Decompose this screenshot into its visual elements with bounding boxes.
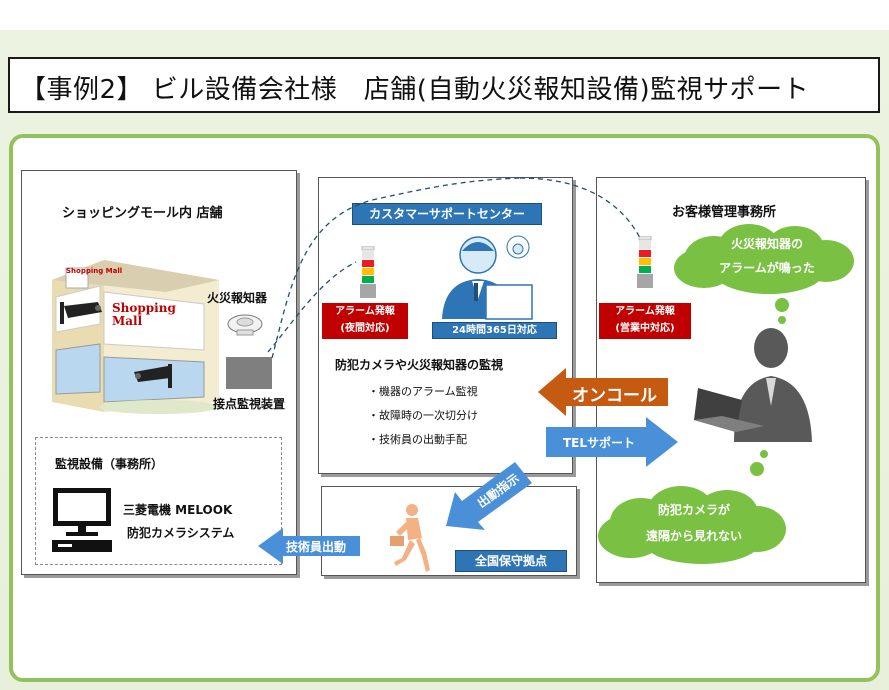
dispatch-instruction-arrow <box>446 462 532 530</box>
thought-bubble-fire-alarm: 火災報知器の アラームが鳴った <box>674 222 860 294</box>
alarm-badge-business-line1: アラーム発報 <box>615 306 675 317</box>
bubble1-line2: アラームが鳴った <box>719 261 815 275</box>
maintenance-base-label: 全国保守拠点 <box>455 550 567 572</box>
contact-monitoring-device <box>226 357 272 389</box>
monitoring-office-box <box>35 437 282 565</box>
fire-alarm-label: 火災報知器 <box>207 291 268 305</box>
bullet-dispatch-arrangement: ・技術員の出動手配 <box>368 433 467 446</box>
thought-bubble-camera: 防犯カメラが 遠隔から見れない <box>598 484 790 564</box>
bubble2-line2: 遠隔から見れない <box>645 529 742 543</box>
alarm-badge-business-line2: (営業中対応) <box>615 323 675 334</box>
customer-office-title: お客様管理事務所 <box>672 205 777 220</box>
bullet-alarm-monitoring: ・機器のアラーム監視 <box>368 385 478 398</box>
support-center-header: カスタマーサポートセンター <box>352 203 542 225</box>
tel-support-label: TELサポート <box>563 436 636 450</box>
signal-tower-light-icon <box>637 236 653 288</box>
dashed-link-device-to-tower <box>267 261 357 353</box>
bubble2-line1: 防犯カメラが <box>657 503 730 517</box>
dashed-link-center-to-customer <box>519 177 641 239</box>
building-sign: Shopping Mall <box>112 301 176 328</box>
office-worker-illustration <box>694 328 812 442</box>
alarm-badge-business-hours: アラーム発報 (営業中対応) <box>599 303 691 339</box>
building-sign-small: Shopping Mall <box>66 267 123 275</box>
store-title: ショッピングモール内 店舗 <box>62 206 223 221</box>
bullet-fault-isolation: ・故障時の一次切分け <box>368 409 478 422</box>
security-camera-icon <box>134 364 172 388</box>
page-title: 【事例2】 ビル設備会社様 店舗(自動火災報知設備)監視サポート <box>20 75 810 105</box>
alarm-badge-night: アラーム発報 (夜間対応) <box>322 303 408 339</box>
monitoring-title: 防犯カメラや火災報知器の監視 <box>335 358 504 372</box>
monitor-recorder-icon <box>52 488 112 552</box>
alarm-badge-night-line1: アラーム発報 <box>335 306 395 317</box>
bubble1-line1: 火災報知器の <box>730 237 803 251</box>
contact-device-label: 接点監視装置 <box>213 397 286 411</box>
system-name: 三菱電機 MELOOK <box>123 503 233 517</box>
tel-support-arrow <box>546 417 678 467</box>
fire-alarm-icon <box>227 314 263 336</box>
monitoring-office-title: 監視設備（事務所） <box>55 457 164 471</box>
thought-dots <box>773 298 791 328</box>
dashed-link-device-to-center <box>271 177 521 359</box>
system-type: 防犯カメラシステム <box>127 526 235 540</box>
running-technician-icon <box>390 504 430 572</box>
signal-tower-light-icon <box>360 246 376 298</box>
security-camera-icon <box>60 302 102 324</box>
technician-dispatch-arrow <box>258 528 360 564</box>
thought-dots <box>750 450 774 480</box>
title-box: 【事例2】 ビル設備会社様 店舗(自動火災報知設備)監視サポート <box>8 57 880 113</box>
oncall-arrow <box>538 368 668 416</box>
hours-badge: 24時間365日対応 <box>432 322 557 339</box>
operator-illustration <box>442 235 533 320</box>
oncall-label: オンコール <box>572 386 657 406</box>
shopping-mall-illustration <box>52 260 219 414</box>
technician-dispatch-label: 技術員出動 <box>286 540 347 554</box>
alarm-badge-night-line2: (夜間対応) <box>340 323 390 334</box>
